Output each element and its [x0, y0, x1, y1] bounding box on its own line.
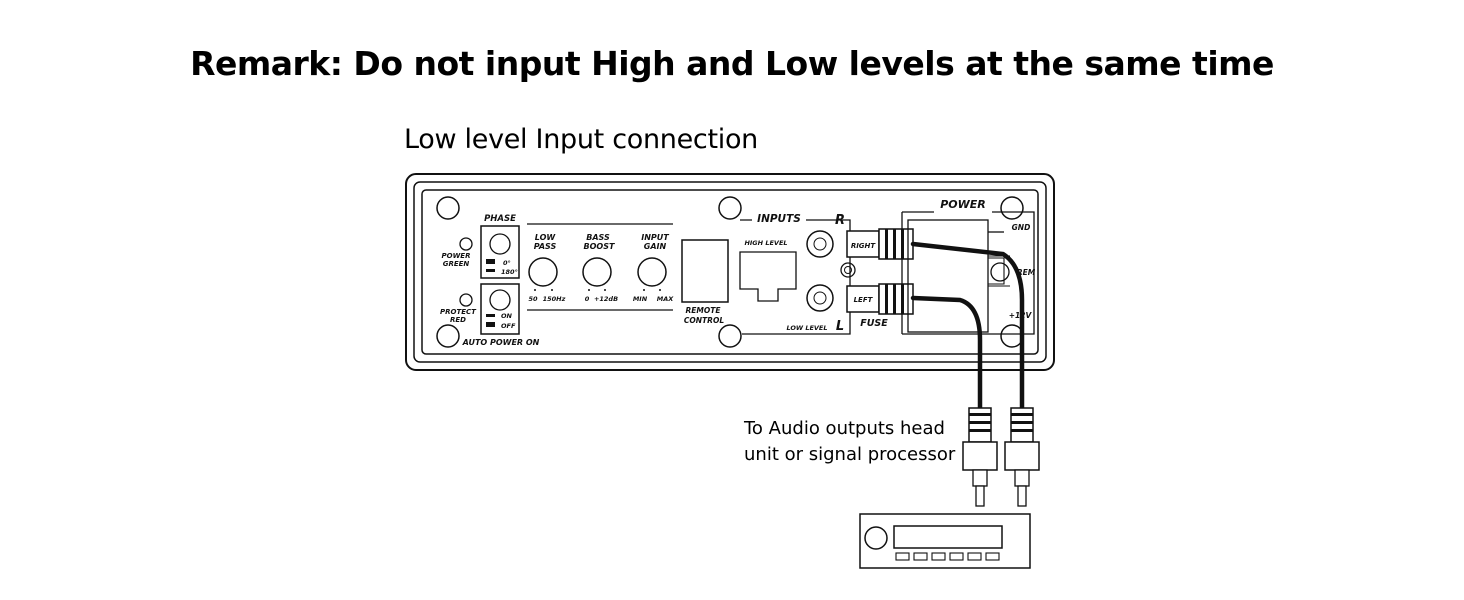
- fuse-label: FUSE: [860, 318, 888, 329]
- head-unit-icon: [859, 513, 1031, 569]
- phase-180-label: 180°: [501, 268, 518, 276]
- low-pass-knob: LOW PASS 50 150Hz: [528, 233, 566, 303]
- bass-boost-knob: BASS BOOST 0 +12dB: [582, 233, 618, 303]
- protect-led-label-2: RED: [450, 316, 466, 324]
- amplifier-panel: [405, 173, 1055, 371]
- right-channel-label: R: [835, 213, 845, 228]
- svg-text:PASS: PASS: [534, 242, 557, 251]
- high-level-label: HIGH LEVEL: [744, 239, 787, 247]
- phase-0-label: 0°: [503, 259, 511, 267]
- svg-text:LOW: LOW: [535, 233, 557, 242]
- inputs-section: INPUTS R L HIGH LEVEL LOW LEVEL: [739, 213, 856, 335]
- screw-icon: [718, 324, 742, 348]
- svg-text:MIN: MIN: [633, 295, 648, 303]
- svg-text:0: 0: [585, 295, 590, 303]
- right-rca-plug: RIGHT: [846, 228, 914, 260]
- phase-label: PHASE: [484, 214, 516, 224]
- gnd-label: GND: [1012, 223, 1031, 232]
- power-led-label-1: POWER: [442, 252, 471, 260]
- left-rca-plug: LEFT: [846, 283, 914, 315]
- rca-jack-right: [806, 230, 834, 258]
- screw-icon: [436, 196, 460, 220]
- auto-on-label: ON: [501, 312, 513, 320]
- svg-text:GAIN: GAIN: [644, 242, 667, 251]
- svg-text:BOOST: BOOST: [584, 242, 615, 251]
- auto-power-switch: ON OFF AUTO POWER ON: [462, 283, 540, 347]
- lower-rca-plug-right: [1004, 407, 1040, 507]
- inputs-label: INPUTS: [757, 213, 801, 225]
- caption-line-2: unit or signal processor: [744, 444, 956, 465]
- screw-icon: [1000, 196, 1024, 220]
- low-level-label: LOW LEVEL: [786, 324, 827, 332]
- rca-cables: [910, 241, 1025, 411]
- knob-section: LOW PASS 50 150Hz BASS BOOST 0 +12dB INP…: [527, 223, 674, 311]
- protect-led-label-1: PROTECT: [440, 308, 477, 316]
- svg-text:BASS: BASS: [586, 233, 610, 242]
- caption: To Audio outputs head unit or signal pro…: [744, 416, 955, 468]
- svg-text:MAX: MAX: [657, 295, 674, 303]
- svg-text:CONTROL: CONTROL: [684, 316, 724, 325]
- auto-off-label: OFF: [501, 322, 516, 330]
- svg-text:RIGHT: RIGHT: [851, 242, 877, 250]
- subtitle-heading: Low level Input connection: [404, 124, 758, 155]
- protect-led: PROTECT RED: [440, 293, 477, 324]
- phase-switch: PHASE 0° 180°: [480, 214, 520, 279]
- svg-text:LEFT: LEFT: [854, 296, 874, 304]
- rem-label: REM: [1017, 268, 1036, 277]
- lower-rca-plug-left: [962, 407, 998, 507]
- svg-text:INPUT: INPUT: [641, 233, 669, 242]
- screw-icon: [718, 196, 742, 220]
- auto-power-on-label: AUTO POWER ON: [462, 338, 540, 347]
- svg-text:50: 50: [528, 295, 538, 303]
- left-channel-label: L: [836, 319, 844, 334]
- power-led: POWER GREEN: [442, 237, 473, 268]
- svg-text:REMOTE: REMOTE: [686, 306, 722, 315]
- remote-control-port: REMOTE CONTROL: [681, 239, 729, 325]
- power-led-label-2: GREEN: [443, 260, 470, 268]
- input-gain-knob: INPUT GAIN MIN MAX: [633, 233, 674, 303]
- svg-text:150Hz: 150Hz: [543, 295, 566, 303]
- power-label: POWER: [940, 198, 986, 211]
- caption-line-1: To Audio outputs head: [744, 418, 945, 439]
- remark-heading: Remark: Do not input High and Low levels…: [190, 44, 1274, 83]
- rca-jack-left: [806, 284, 834, 312]
- screw-icon: [436, 324, 460, 348]
- svg-text:+12dB: +12dB: [594, 295, 618, 303]
- screw-icon: [1000, 324, 1024, 348]
